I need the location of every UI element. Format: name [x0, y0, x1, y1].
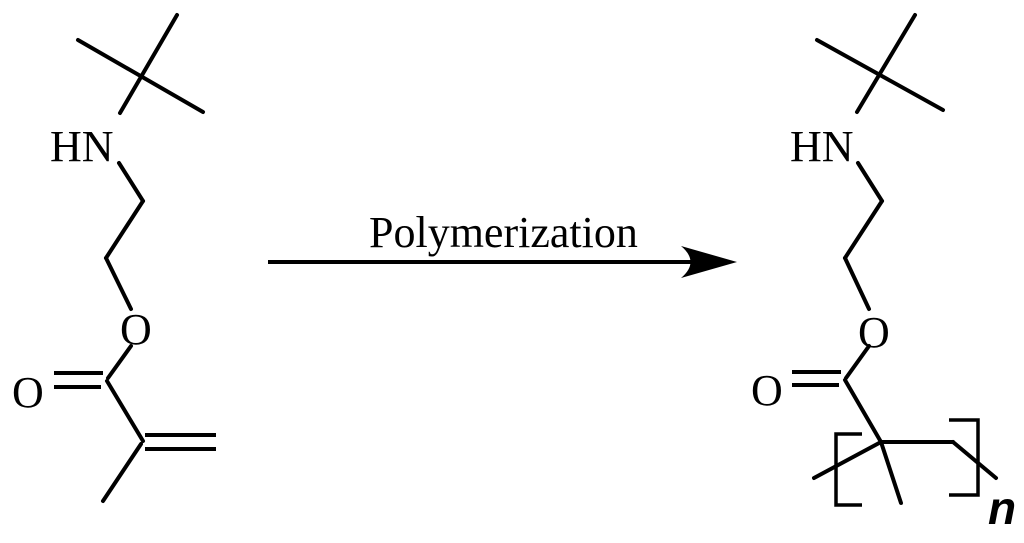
product-ethylene-chain	[843, 161, 884, 311]
bond	[118, 13, 179, 115]
product-carbonyl-oxygen-label: O	[751, 366, 783, 415]
reactant-structure: HN O O	[12, 13, 216, 503]
reactant-carbonyl-oxygen-label: O	[12, 368, 44, 417]
product-amine-label: HN	[790, 122, 854, 171]
reaction-arrow: Polymerization	[268, 208, 737, 278]
bond	[104, 256, 133, 311]
bond	[843, 378, 883, 444]
repeat-unit-subscript: n	[988, 482, 1016, 534]
bond	[951, 440, 998, 480]
reactant-carbonyl-double-bond	[54, 371, 103, 389]
reactant-tbutyl-group	[76, 13, 205, 115]
product-backbone	[812, 440, 998, 505]
product-tbutyl-group	[815, 13, 945, 114]
repeat-unit-bracket-left	[834, 432, 862, 507]
bond	[879, 440, 903, 505]
bond	[843, 199, 884, 260]
bond	[856, 161, 884, 203]
bond	[812, 440, 883, 480]
reaction-arrow-label: Polymerization	[369, 208, 638, 257]
reactant-ester-oxygen-label: O	[120, 305, 152, 354]
reactant-vinyl-double-bond	[145, 433, 216, 451]
repeat-unit-bracket-right	[949, 418, 980, 497]
bond	[106, 344, 133, 380]
bond	[101, 442, 143, 503]
product-structure: HN O O	[751, 13, 1016, 534]
bond	[855, 13, 917, 114]
reaction-arrow-head	[681, 246, 737, 278]
reactant-amine-label: HN	[50, 122, 114, 171]
product-ester-oxygen-label: O	[858, 308, 890, 357]
bond	[105, 379, 145, 443]
bond	[844, 344, 871, 380]
product-carbonyl-double-bond	[792, 370, 841, 387]
bond	[104, 199, 145, 260]
bond	[117, 161, 145, 203]
bond	[843, 256, 871, 311]
reactant-ethylene-chain	[104, 161, 145, 311]
